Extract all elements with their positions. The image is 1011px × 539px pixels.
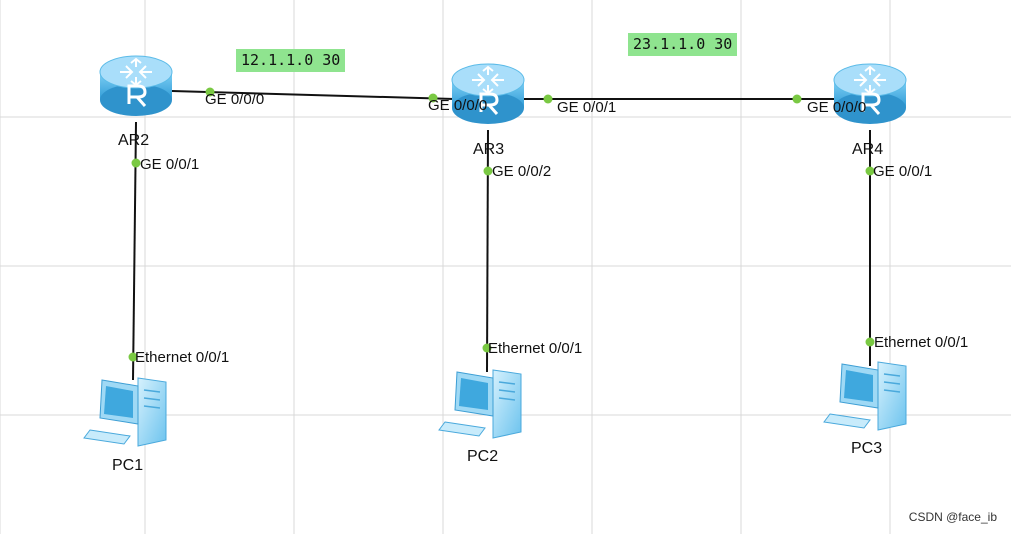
port-dot-ar3 <box>543 94 553 104</box>
pc-keyboard <box>438 421 486 437</box>
router-arrows <box>854 65 886 95</box>
ar3-router-icon <box>451 63 525 124</box>
pc3-pc-icon <box>823 361 907 431</box>
pc-tower-slots <box>143 389 161 409</box>
ar4-ge000-label: GE 0/0/0 <box>807 99 867 116</box>
devices-layer <box>83 55 907 447</box>
pc1-pc-icon <box>83 377 167 447</box>
ar2-router-icon <box>99 55 173 116</box>
port-dot-ar4 <box>792 94 802 104</box>
ar3-name: AR3 <box>473 141 505 158</box>
pc2-pc-icon <box>438 369 522 439</box>
subnet-label-23-1-1-0: 23.1.1.0 30 <box>628 33 738 56</box>
pc-tower <box>877 361 907 431</box>
pc-tower <box>492 369 522 439</box>
router-letter <box>861 92 881 115</box>
router-arrows <box>472 65 504 95</box>
port-dot-pc1 <box>128 352 138 362</box>
pc-tower-slots <box>883 373 901 393</box>
links-layer <box>132 90 871 381</box>
port-dot-ar3 <box>483 166 493 176</box>
pc1-eth001-label: Ethernet 0/0/1 <box>135 349 230 366</box>
router-base <box>100 84 172 116</box>
pc3-eth001-label: Ethernet 0/0/1 <box>874 334 969 351</box>
watermark: CSDN @face_ib <box>908 510 997 524</box>
router-top <box>833 63 907 97</box>
ports-layer <box>128 87 875 362</box>
pc2-name: PC2 <box>467 448 499 465</box>
subnet-label-12-1-1-0: 12.1.1.0 30 <box>236 49 346 72</box>
pc-screen <box>459 378 488 410</box>
router-letter <box>127 84 147 107</box>
router-base <box>834 92 906 124</box>
pc2-eth001-label: Ethernet 0/0/1 <box>488 340 583 357</box>
link-ar2-ar3 <box>171 90 455 100</box>
router-base <box>452 92 524 124</box>
pc-keyboard <box>823 413 871 429</box>
pc-screen <box>104 386 133 418</box>
port-dot-pc2 <box>482 343 492 353</box>
pc-screen <box>844 370 873 402</box>
ar3-ge000-label: GE 0/0/0 <box>428 97 488 114</box>
router-arrows <box>120 57 152 87</box>
router-top <box>451 63 525 97</box>
pc-tower-slots <box>498 381 516 401</box>
pc1-name: PC1 <box>112 457 144 474</box>
router-top <box>99 55 173 89</box>
port-dot-pc3 <box>865 337 875 347</box>
ar3-ge001-label: GE 0/0/1 <box>557 99 617 116</box>
pc-keyboard <box>83 429 131 445</box>
pc-tower <box>137 377 167 447</box>
ar3-ge002-label: GE 0/0/2 <box>492 163 552 180</box>
link-ar3-pc2 <box>486 129 489 373</box>
ar2-name: AR2 <box>118 132 150 149</box>
router-letter <box>479 92 499 115</box>
port-dot-ar2 <box>131 158 141 168</box>
pc3-name: PC3 <box>851 440 883 457</box>
ar4-name: AR4 <box>852 141 884 158</box>
port-dot-ar2 <box>205 87 215 97</box>
ar4-ge001-label: GE 0/0/1 <box>873 163 933 180</box>
ar4-router-icon <box>833 63 907 124</box>
port-dot-ar4 <box>865 166 875 176</box>
ar2-ge001-label: GE 0/0/1 <box>140 156 200 173</box>
port-dot-ar3 <box>428 93 438 103</box>
ar2-ge000-label: GE 0/0/0 <box>205 91 265 108</box>
